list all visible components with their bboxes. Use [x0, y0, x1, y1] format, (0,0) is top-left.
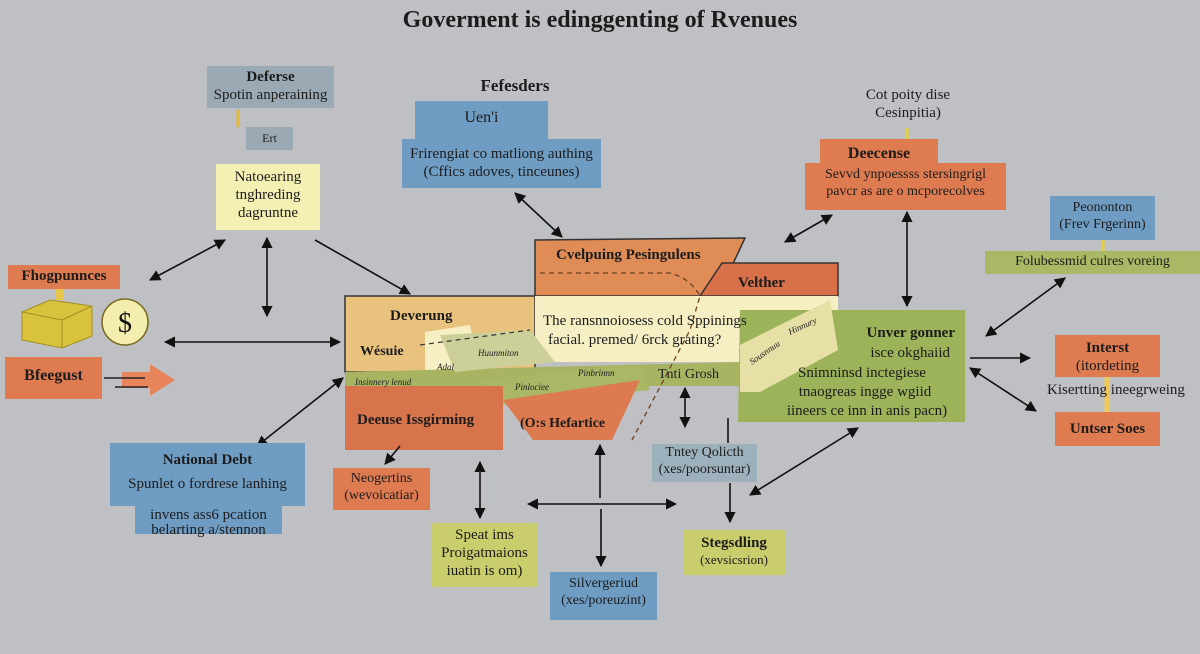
- dashed-divider: [540, 272, 701, 441]
- strip-label: Tnti Grosh: [658, 367, 719, 382]
- interst-line: Interst: [1085, 340, 1130, 356]
- speat-ims-box: Speat ims Proigatmaions iuatin is om): [432, 523, 537, 587]
- cot-poity-line: Cot poity dise: [865, 87, 951, 103]
- wesue-label: Wésuie: [360, 344, 404, 359]
- dollar-coin-icon: [101, 298, 149, 346]
- strip-label: Pinlociee: [514, 382, 549, 392]
- peononton-line: (Frev Frgerinn): [1059, 216, 1146, 232]
- ert-box: Ert: [246, 127, 293, 150]
- page-title: Goverment is edinggenting of Rvenues: [402, 7, 798, 33]
- central-composite: [344, 237, 965, 450]
- peononton-line: Peononton: [1072, 200, 1133, 215]
- tntey-box: Tntey Qolicth (xes/poorsuntar): [652, 444, 757, 482]
- dollar-sign: $: [118, 308, 132, 339]
- national-debt-line: belarting a/stennon: [151, 522, 266, 538]
- velther-label: Velther: [738, 275, 785, 291]
- cvelpuing-label: Cvelpuing Pesingulens: [556, 247, 701, 263]
- unver-line: Snimninsd inctegiese: [798, 365, 926, 381]
- ueni-box: Frirengiat co matliong authing (Cffics a…: [402, 139, 601, 188]
- question-line-1: The ransnnoiosess cold Sppinings: [543, 313, 747, 329]
- folubess-box: Folubessmid culres voreing: [985, 251, 1200, 274]
- arrow: [969, 367, 1037, 412]
- diag-strips: [740, 300, 838, 392]
- money-box-icon: [21, 288, 93, 349]
- unver-line: iineers ce inn in anis pacn): [787, 403, 947, 419]
- arrow: [256, 377, 344, 447]
- hefartice-label: (O:s Hefartice: [520, 416, 605, 431]
- national-debt-line: Spunlet o fordrese lanhing: [128, 476, 287, 492]
- cot-poity-line: Cesinpitia): [875, 105, 941, 121]
- interst-box: Interst (itordeting: [1055, 335, 1160, 377]
- arrow: [784, 214, 833, 243]
- strip-label: Pinbrinnn: [577, 368, 615, 378]
- neogertins-line: (wevoicatiar): [344, 487, 419, 503]
- strip-wedge: [440, 330, 555, 372]
- national-debt-lower: invens ass6 pcation belarting a/stennon: [135, 506, 282, 538]
- tntey-line: (xes/poorsuntar): [658, 461, 751, 477]
- natoearing-line: Natoearing: [234, 169, 302, 185]
- strip-label: Huunmiton: [477, 348, 519, 358]
- deferse-box: Deferse Spotin anperaining: [207, 66, 334, 108]
- fefesders-label: Fefesders: [480, 76, 550, 95]
- natoearing-box: Natoearing tnghreding dagruntne: [216, 164, 320, 230]
- strip-wedge-2: [480, 365, 650, 405]
- ueni-line: (Cffics adoves, tinceunes): [423, 164, 580, 180]
- arrow: [985, 277, 1066, 337]
- stegsdling-box: Stegsdling (xevsicsrion): [683, 530, 785, 575]
- ueni-line: Frirengiat co matliong authing: [410, 146, 593, 162]
- tntey-line: Tntey Qolicth: [665, 445, 744, 460]
- unver-line: tnaogreas ingge wgiid: [799, 384, 932, 400]
- bfeegust-box: Bfeegust: [5, 357, 102, 399]
- strip-label: Insinnery lenud: [354, 377, 412, 387]
- deeuse-shape: [345, 386, 503, 450]
- dashed-divider-2: [419, 329, 531, 346]
- arrow-flow-icon: [104, 364, 175, 396]
- neogertins-box: Neogertins (wevoicatiar): [333, 468, 430, 510]
- strip-label: Adal: [436, 362, 454, 372]
- stegsdling-line: (xevsicsrion): [700, 552, 768, 567]
- untser-soes-box: Untser Soes: [1055, 412, 1160, 446]
- decense-line: pavcr as are o mcporecolves: [826, 183, 985, 199]
- hefartice-shape: [503, 380, 640, 440]
- arrow: [514, 192, 563, 238]
- kisertting-label: Kisertting ineegrweing: [1047, 382, 1185, 398]
- interst-line: (itordeting: [1075, 358, 1140, 374]
- decense-box: Sevvd ynpoessss stersingrigl pavcr as ar…: [805, 163, 1006, 210]
- neogertins-line: Neogertins: [350, 471, 413, 486]
- silvergeriud-line: (xes/poreuzint): [561, 592, 646, 608]
- stegsdling-line: Stegsdling: [701, 535, 767, 551]
- ueni-tab: Uen'i: [415, 101, 548, 141]
- deferse-title: Deferse: [246, 69, 295, 85]
- arrow: [149, 239, 226, 281]
- deferse-subtitle: Spotin anperaining: [213, 87, 328, 103]
- unver-line: isce okghaiid: [870, 345, 950, 361]
- national-debt-title: National Debt: [162, 452, 253, 468]
- natoearing-line: dagruntne: [238, 205, 298, 221]
- peononton-box: Peononton (Frev Frgerinn): [1050, 196, 1155, 240]
- speat-ims-line: iuatin is om): [446, 563, 523, 579]
- cot-poity-label: Cot poity dise Cesinpitia): [840, 86, 976, 122]
- arrow: [314, 239, 411, 295]
- national-debt-box: National Debt Spunlet o fordrese lanhing: [110, 443, 305, 506]
- deverung-label: Deverung: [390, 308, 453, 324]
- arrow: [384, 445, 401, 465]
- silvergeriud-line: Silvergeriud: [569, 576, 638, 591]
- question-line-2: facial. premed/ 6rck grating?: [548, 332, 722, 348]
- decense-line: Sevvd ynpoessss stersingrigl: [825, 167, 986, 182]
- fhogpunnces-box: Fhogpunnces: [8, 265, 120, 289]
- unver-line: Unver gonner: [867, 325, 956, 341]
- arrow: [749, 427, 859, 496]
- speat-ims-line: Speat ims: [455, 527, 514, 543]
- silvergeriud-box: Silvergeriud (xes/poreuzint): [550, 572, 657, 620]
- deeuse-label: Deeuse Issgirming: [357, 412, 475, 428]
- decense-tab: Deecense: [820, 139, 938, 167]
- national-debt-line: invens ass6 pcation: [150, 507, 267, 523]
- speat-ims-line: Proigatmaions: [441, 545, 528, 561]
- natoearing-line: tnghreding: [235, 187, 301, 203]
